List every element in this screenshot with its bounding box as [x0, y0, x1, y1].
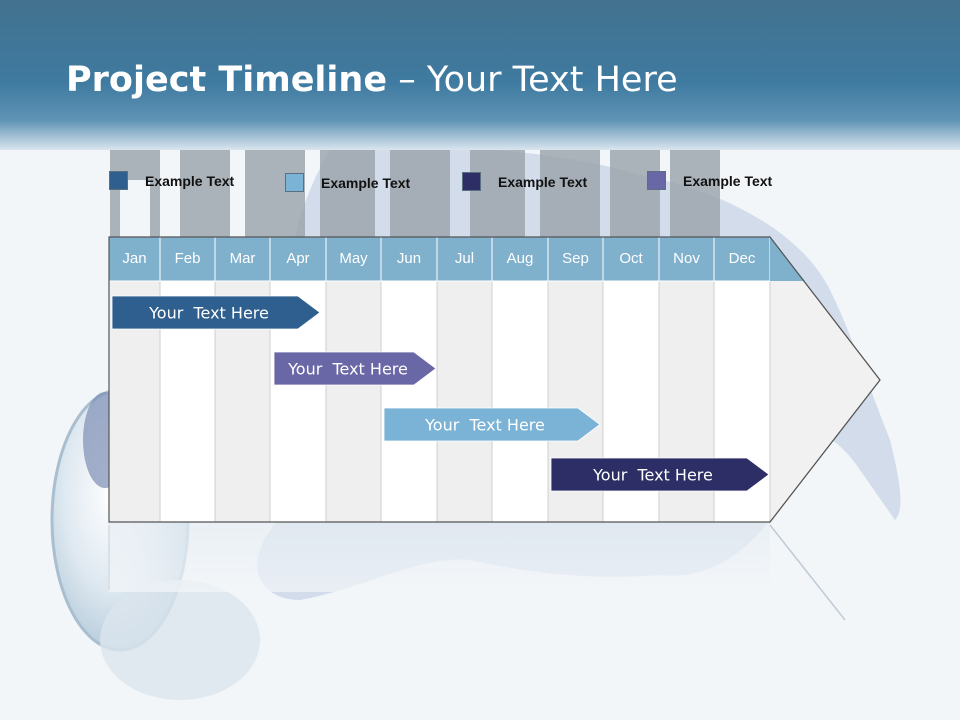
- timeline-bar-4: [550, 457, 770, 492]
- legend-label-1: Example Text: [145, 172, 235, 189]
- month-header-dec: [713, 236, 771, 282]
- title-rest: – Your Text Here: [387, 60, 678, 100]
- reflection-line: [769, 524, 846, 621]
- legend-swatch-4: [647, 171, 666, 190]
- month-label-jan: Jan: [122, 250, 147, 267]
- legend-item-1: Example Text: [109, 171, 234, 190]
- header-band: [0, 0, 960, 150]
- month-header-jan: [108, 236, 161, 282]
- month-column-may: [325, 280, 382, 523]
- legend-swatch-3: [462, 172, 481, 191]
- timeline-bar-label-3: Your Text Here: [424, 416, 545, 435]
- legend-item-4: Example Text: [647, 171, 772, 190]
- title-bold: Project Timeline: [66, 60, 388, 100]
- legend-swatch-1: [109, 171, 128, 190]
- month-label-nov: Nov: [673, 250, 700, 267]
- timeline-outline: [108, 236, 881, 523]
- month-label-aug: Aug: [506, 250, 534, 267]
- month-column-jul: [436, 280, 493, 523]
- timeline-bar-label-4: Your Text Here: [592, 466, 713, 485]
- legend-item-3: Example Text: [462, 172, 587, 191]
- legend-item-2: Example Text: [285, 173, 410, 192]
- month-header-jun: [380, 236, 438, 282]
- legend-label-3: Example Text: [498, 173, 588, 190]
- month-column-aug: [491, 280, 549, 523]
- magnifier-shadow: [100, 580, 260, 700]
- timeline-bar-label-1: Your Text Here: [148, 304, 269, 323]
- month-header-sep: [547, 236, 604, 282]
- month-header-feb: [159, 236, 216, 282]
- month-label-oct: Oct: [619, 250, 643, 267]
- month-label-may: May: [339, 250, 368, 267]
- legend-swatch-2: [285, 173, 304, 192]
- month-label-feb: Feb: [174, 250, 201, 267]
- month-header-jul: [436, 236, 493, 282]
- month-column-jun: [380, 280, 438, 523]
- legend-label-4: Example Text: [683, 172, 773, 189]
- reflection-band: [108, 522, 770, 592]
- month-header-apr: [269, 236, 327, 282]
- timeline-bar-2: [273, 351, 437, 386]
- month-label-mar: Mar: [229, 250, 256, 267]
- page-title: Project Timeline – Your Text Here: [66, 60, 678, 100]
- timeline-bar-1: [111, 295, 321, 330]
- month-label-jun: Jun: [396, 250, 422, 267]
- timeline-bar-3: [383, 407, 601, 442]
- legend-label-2: Example Text: [321, 174, 411, 191]
- month-header-may: [325, 236, 382, 282]
- month-header-aug: [491, 236, 549, 282]
- month-label-apr: Apr: [286, 250, 310, 267]
- month-label-sep: Sep: [562, 250, 589, 267]
- month-label-jul: Jul: [454, 250, 475, 267]
- timeline-bar-label-2: Your Text Here: [287, 360, 408, 379]
- month-label-dec: Dec: [728, 250, 756, 267]
